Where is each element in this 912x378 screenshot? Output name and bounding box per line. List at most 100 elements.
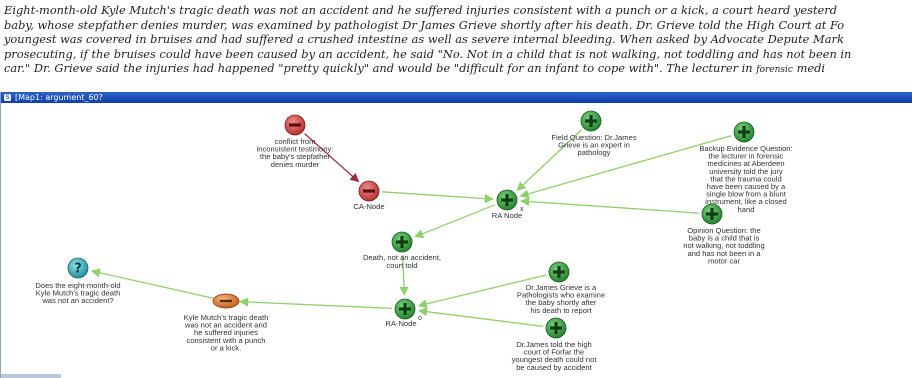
article-line-tail: medi — [796, 61, 826, 76]
window-title: [Map1: argument_60? — [15, 93, 103, 102]
minus-icon[interactable] — [284, 114, 306, 136]
article-line-text: car." Dr. Grieve said the injuries had h… — [4, 61, 753, 76]
node-label-line: Does the eight-month-old — [35, 281, 120, 290]
node-label-line: RA Node — [492, 211, 522, 220]
plus-icon[interactable] — [733, 121, 755, 143]
node-label-line: the baby shortly after — [526, 298, 597, 307]
node-label-line: that the trauma could — [710, 174, 781, 183]
node-ca[interactable]: CA-Node — [353, 180, 385, 211]
node-label-line: not walking, not toddling — [683, 241, 764, 250]
minus-icon[interactable] — [358, 180, 380, 202]
node-label-line: court told — [386, 261, 417, 270]
edge-ra2-to-claim[interactable] — [239, 297, 393, 310]
node-label-line: Grieve is an expert in — [558, 141, 630, 150]
node-label-line: baby is a child that is — [689, 234, 760, 243]
node-label-line: or a kick. — [211, 343, 241, 352]
node-label: CA-Node — [353, 202, 384, 211]
app-icon: S — [4, 94, 11, 101]
node-label: Backup Evidence Question:the lecturer in… — [699, 144, 792, 214]
node-label-line: CA-Node — [353, 202, 384, 211]
edge-not-accident-to-ra2[interactable] — [399, 254, 409, 296]
node-mark: x — [520, 206, 524, 213]
node-backup[interactable]: Backup Evidence Question:the lecturer in… — [699, 121, 793, 214]
node-label-line: Kyle Mutch's tragic death — [184, 313, 269, 322]
node-label-line: was not an accident? — [41, 296, 113, 305]
node-label-line: Pathologists who examine — [517, 291, 605, 300]
plus-icon[interactable] — [545, 317, 567, 339]
node-label-line: Dr.James Grieve is a — [526, 283, 597, 292]
node-label-line: hand — [738, 205, 755, 214]
node-label-line: university told the jury — [709, 167, 783, 176]
node-label-line: have been caused by a — [707, 182, 786, 191]
node-label-line: was not an accident and — [184, 321, 267, 330]
node-label-line: instrument, like a closed — [705, 197, 786, 206]
node-label-line: Opinion Question: the — [687, 226, 760, 235]
node-label: Death, not an accident,court told — [363, 253, 441, 270]
plus-icon[interactable] — [496, 189, 518, 211]
edges-layer — [90, 129, 732, 328]
article-line: prosecuting, if the bruises could have b… — [4, 46, 852, 61]
plus-icon[interactable] — [394, 298, 416, 320]
plus-icon[interactable] — [548, 261, 570, 283]
node-label-line: inconsistent testimony: — [257, 145, 334, 154]
node-not-accident[interactable]: Death, not an accident,court told — [363, 231, 441, 270]
plus-icon[interactable] — [580, 110, 602, 132]
node-label-line: Kyle Mutch's tragic death — [36, 289, 121, 298]
plus-icon[interactable] — [391, 231, 413, 253]
node-label-line: RA-Node — [385, 319, 416, 328]
article-line: car." Dr. Grieve said the injuries had h… — [4, 61, 912, 78]
claim-icon[interactable] — [212, 293, 240, 309]
edge-opinion-to-ra1[interactable] — [520, 197, 700, 214]
article-text: Eight-month-old Kyle Mutch's tragic deat… — [0, 0, 912, 92]
node-ra1[interactable]: xRA Node — [492, 189, 524, 220]
window-titlebar[interactable]: S [Map1: argument_60? — [1, 92, 912, 103]
node-label-line: youngest death could not — [512, 355, 598, 364]
node-label-line: the baby's stepfather — [260, 152, 331, 161]
edge-field-to-ra1[interactable] — [516, 129, 582, 192]
node-label-line: pathology — [578, 148, 611, 157]
node-label-line: Field Question: Dr.James — [551, 133, 636, 142]
article-line-small: forensic — [756, 65, 793, 76]
edge-ra1-to-not-accident[interactable] — [414, 204, 496, 238]
node-label-line: Backup Evidence Question: — [699, 144, 792, 153]
plus-icon[interactable] — [701, 203, 723, 225]
node-mark: o — [418, 315, 422, 322]
article-line: youngest was covered in bruises and had … — [4, 32, 844, 47]
edge-told-court-to-ra2[interactable] — [417, 307, 544, 328]
edge-ca-to-ra1[interactable] — [381, 191, 494, 204]
node-label-line: consistent with a punch — [187, 336, 266, 345]
node-label-line: his death to report — [530, 306, 592, 315]
edge-claim-to-question[interactable] — [90, 268, 214, 299]
node-ra2[interactable]: oRA-Node — [385, 298, 422, 328]
node-label-line: Dr.James told the high — [516, 340, 592, 349]
node-label-line: medicines at Aberdeen — [707, 159, 784, 168]
status-bar — [1, 374, 61, 378]
question-icon[interactable]: ? — [67, 257, 89, 279]
edge-backup-to-ra1[interactable] — [519, 134, 732, 199]
edge-pathologist-to-ra2[interactable] — [417, 274, 547, 309]
edge-conflict-to-ca[interactable] — [304, 133, 360, 183]
node-label-line: Death, not an accident, — [363, 253, 441, 262]
node-label: RA Node — [492, 211, 522, 220]
article-line: baby, whose stepfather denies murder, wa… — [4, 17, 845, 32]
node-label-line: he suffered injuries — [194, 328, 258, 337]
node-label-line: conflict from — [275, 137, 316, 146]
question-glyph: ? — [74, 262, 82, 277]
article-line: Eight-month-old Kyle Mutch's tragic deat… — [4, 3, 838, 17]
